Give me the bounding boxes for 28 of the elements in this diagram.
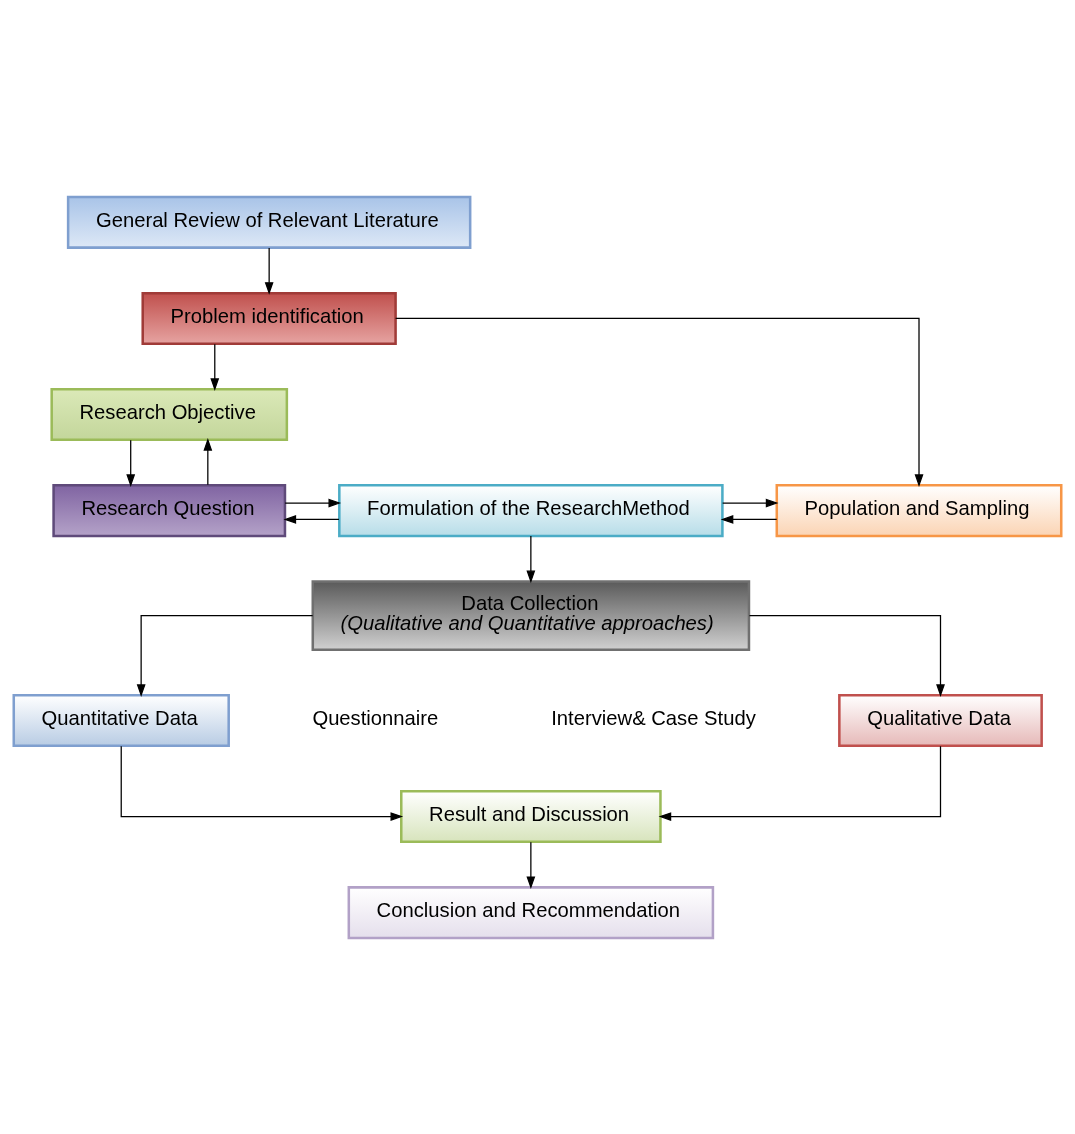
arrow xyxy=(203,437,213,485)
node-box: General Review of Relevant Literature xyxy=(66,195,472,249)
label: Interview& Case Study xyxy=(551,706,756,729)
node-box: Formulation of the ResearchMethod xyxy=(338,483,724,537)
arrow xyxy=(284,498,342,507)
label: Questionnaire xyxy=(312,706,439,729)
node-box: Data Collection (Qualitative and Quantitative approaches) xyxy=(311,579,751,651)
arrow xyxy=(720,514,778,524)
node-box: Research Objective xyxy=(50,387,289,441)
arrow xyxy=(283,514,340,524)
arrow xyxy=(526,841,536,889)
node-box: Result and Discussion xyxy=(400,789,662,843)
arrow xyxy=(264,246,274,295)
arrow xyxy=(120,745,404,821)
arrow xyxy=(658,745,942,821)
arrow xyxy=(526,534,536,583)
node-box: Research Question xyxy=(52,483,287,537)
arrow xyxy=(136,614,314,697)
node-box: Conclusion and Recommendation xyxy=(347,885,715,939)
node-box: Quantitative Data xyxy=(12,693,230,747)
arrow xyxy=(748,614,945,697)
arrow xyxy=(126,439,136,487)
node-box: Problem identification xyxy=(141,291,397,345)
node-box: Population and Sampling xyxy=(775,483,1063,537)
node-box: Qualitative Data xyxy=(838,693,1043,747)
arrow xyxy=(210,343,220,391)
arrow xyxy=(395,317,924,487)
arrow xyxy=(722,498,779,507)
